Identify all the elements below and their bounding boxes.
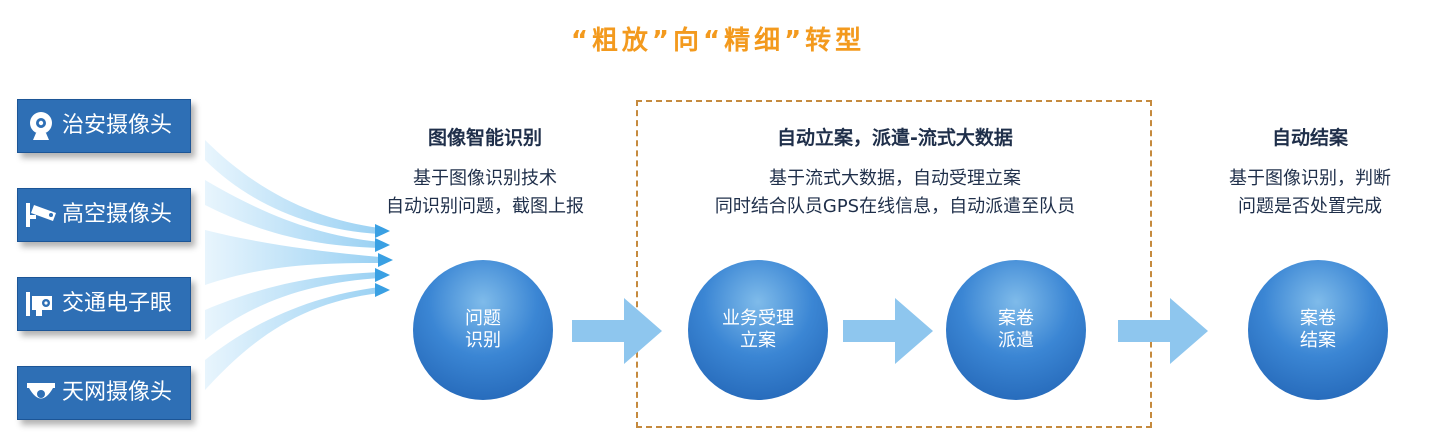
circle-label-line: 案卷: [1300, 308, 1336, 329]
step-title-auto-close: 自动结案: [1271, 127, 1348, 149]
desc-line: 基于图像识别技术: [413, 168, 557, 189]
circle-label-line: 案卷: [998, 308, 1034, 329]
traffic-camera-icon: [26, 292, 52, 316]
step-desc-auto-filing-dispatch: 基于流式大数据，自动受理立案 同时结合队员GPS在线信息，自动派遣至队员: [660, 165, 1130, 221]
flow-arrow-icon: [572, 298, 662, 364]
flow-arrow-icon: [1118, 298, 1208, 364]
circle-business-acceptance: 业务受理 立案: [688, 260, 828, 400]
desc-line: 自动识别问题，截图上报: [386, 196, 584, 217]
arrow-heads: [375, 224, 393, 297]
auto-dispatch-group-box: [636, 100, 1152, 428]
circle-label-line: 结案: [1300, 330, 1336, 351]
step-desc-auto-close: 基于图像识别，判断 问题是否处置完成: [1190, 165, 1430, 221]
cctv-camera-icon: [26, 203, 56, 227]
funnel-band: [205, 272, 380, 340]
diagram-title: “粗放”向“精细”转型: [570, 26, 866, 56]
circle-label-line: 立案: [740, 330, 776, 351]
circle-label-line: 识别: [465, 330, 501, 351]
source-label: 交通电子眼: [62, 291, 173, 316]
source-box-traffic-camera: 交通电子眼: [17, 277, 191, 331]
circle-case-dispatch: 案卷 派遣: [946, 260, 1086, 400]
step-title-image-recognition: 图像智能识别: [427, 127, 542, 149]
source-box-security-camera: 治安摄像头: [17, 99, 191, 153]
circle-label-line: 派遣: [998, 330, 1034, 351]
circle-label-line: 问题: [465, 308, 501, 329]
step-title-auto-filing-dispatch: 自动立案，派遣-流式大数据: [777, 127, 1013, 149]
desc-line: 基于流式大数据，自动受理立案: [769, 168, 1021, 189]
step-desc-image-recognition: 基于图像识别技术 自动识别问题，截图上报: [345, 165, 625, 221]
source-label: 治安摄像头: [62, 113, 173, 138]
desc-line: 问题是否处置完成: [1238, 196, 1382, 217]
desc-line: 同时结合队员GPS在线信息，自动派遣至队员: [714, 196, 1076, 217]
funnel-band: [205, 140, 380, 234]
flow-arrow-icon: [843, 298, 933, 364]
source-box-high-altitude-camera: 高空摄像头: [17, 188, 191, 242]
funnel-band: [205, 287, 380, 390]
converging-arrows: [205, 140, 393, 390]
funnel-band: [205, 180, 380, 248]
desc-line: 基于图像识别，判断: [1229, 168, 1391, 189]
source-box-skynet-camera: 天网摄像头: [17, 366, 191, 420]
source-label: 高空摄像头: [62, 202, 173, 227]
circle-label-line: 业务受理: [722, 308, 794, 329]
funnel-band: [205, 230, 380, 285]
dome-camera-icon: [27, 383, 55, 399]
circle-case-closure: 案卷 结案: [1248, 260, 1388, 400]
source-label: 天网摄像头: [62, 380, 173, 405]
circle-problem-identification: 问题 识别: [413, 260, 553, 400]
webcam-icon: [30, 112, 52, 140]
